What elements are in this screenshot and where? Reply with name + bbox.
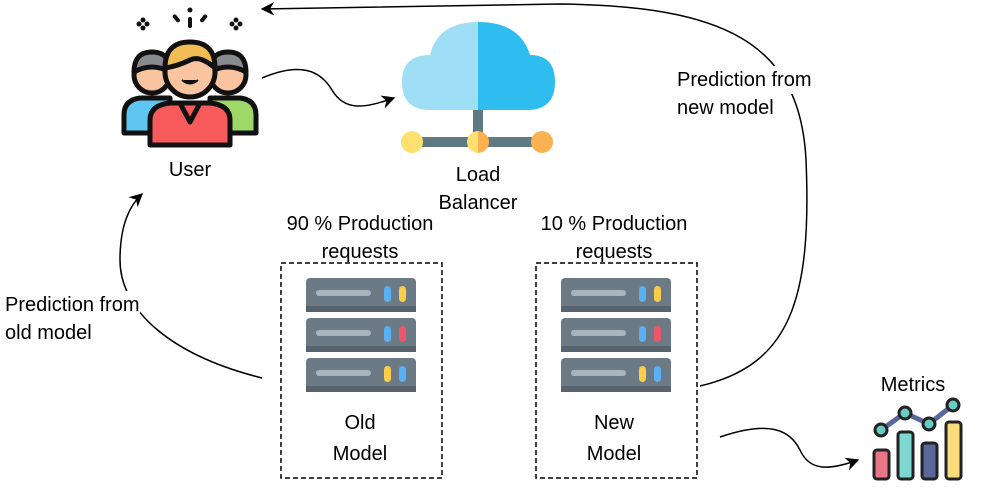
new-model-server-icon <box>561 278 671 392</box>
old-model-label-line2: Model <box>332 443 388 465</box>
edge-user-to-balancer <box>261 68 396 109</box>
new-model-label-line2: Model <box>586 443 642 465</box>
new-traffic-label-line2: requests <box>575 241 653 263</box>
edge-old-model-to-user <box>119 193 263 379</box>
new-prediction-label-line2: new model <box>677 94 774 122</box>
new-model-label-line1: New <box>593 412 635 434</box>
new-traffic-label-line1: 10 % Production <box>540 213 688 235</box>
metrics-label: Metrics <box>880 371 946 399</box>
new-model-box <box>535 262 698 479</box>
old-traffic-label-line2: requests <box>321 241 399 263</box>
bar-chart-icon <box>872 397 963 481</box>
user-group-icon <box>121 7 259 148</box>
old-traffic-label-line1: 90 % Production <box>286 213 434 235</box>
load-balancer-label-line1: Load <box>455 164 501 186</box>
old-prediction-label-line1: Prediction from <box>5 291 140 319</box>
new-prediction-label-line1: Prediction from <box>677 66 812 94</box>
edge-new-model-to-metrics <box>719 427 860 471</box>
edge-new-model-to-user <box>260 2 808 387</box>
old-prediction-label-line2: old model <box>5 319 92 347</box>
old-model-server-icon <box>306 278 416 392</box>
user-label: User <box>168 159 212 181</box>
cloud-network-icon <box>401 22 555 153</box>
old-model-box <box>280 262 443 479</box>
load-balancer-label-line2: Balancer <box>438 192 518 214</box>
old-model-label-line1: Old <box>344 412 376 434</box>
